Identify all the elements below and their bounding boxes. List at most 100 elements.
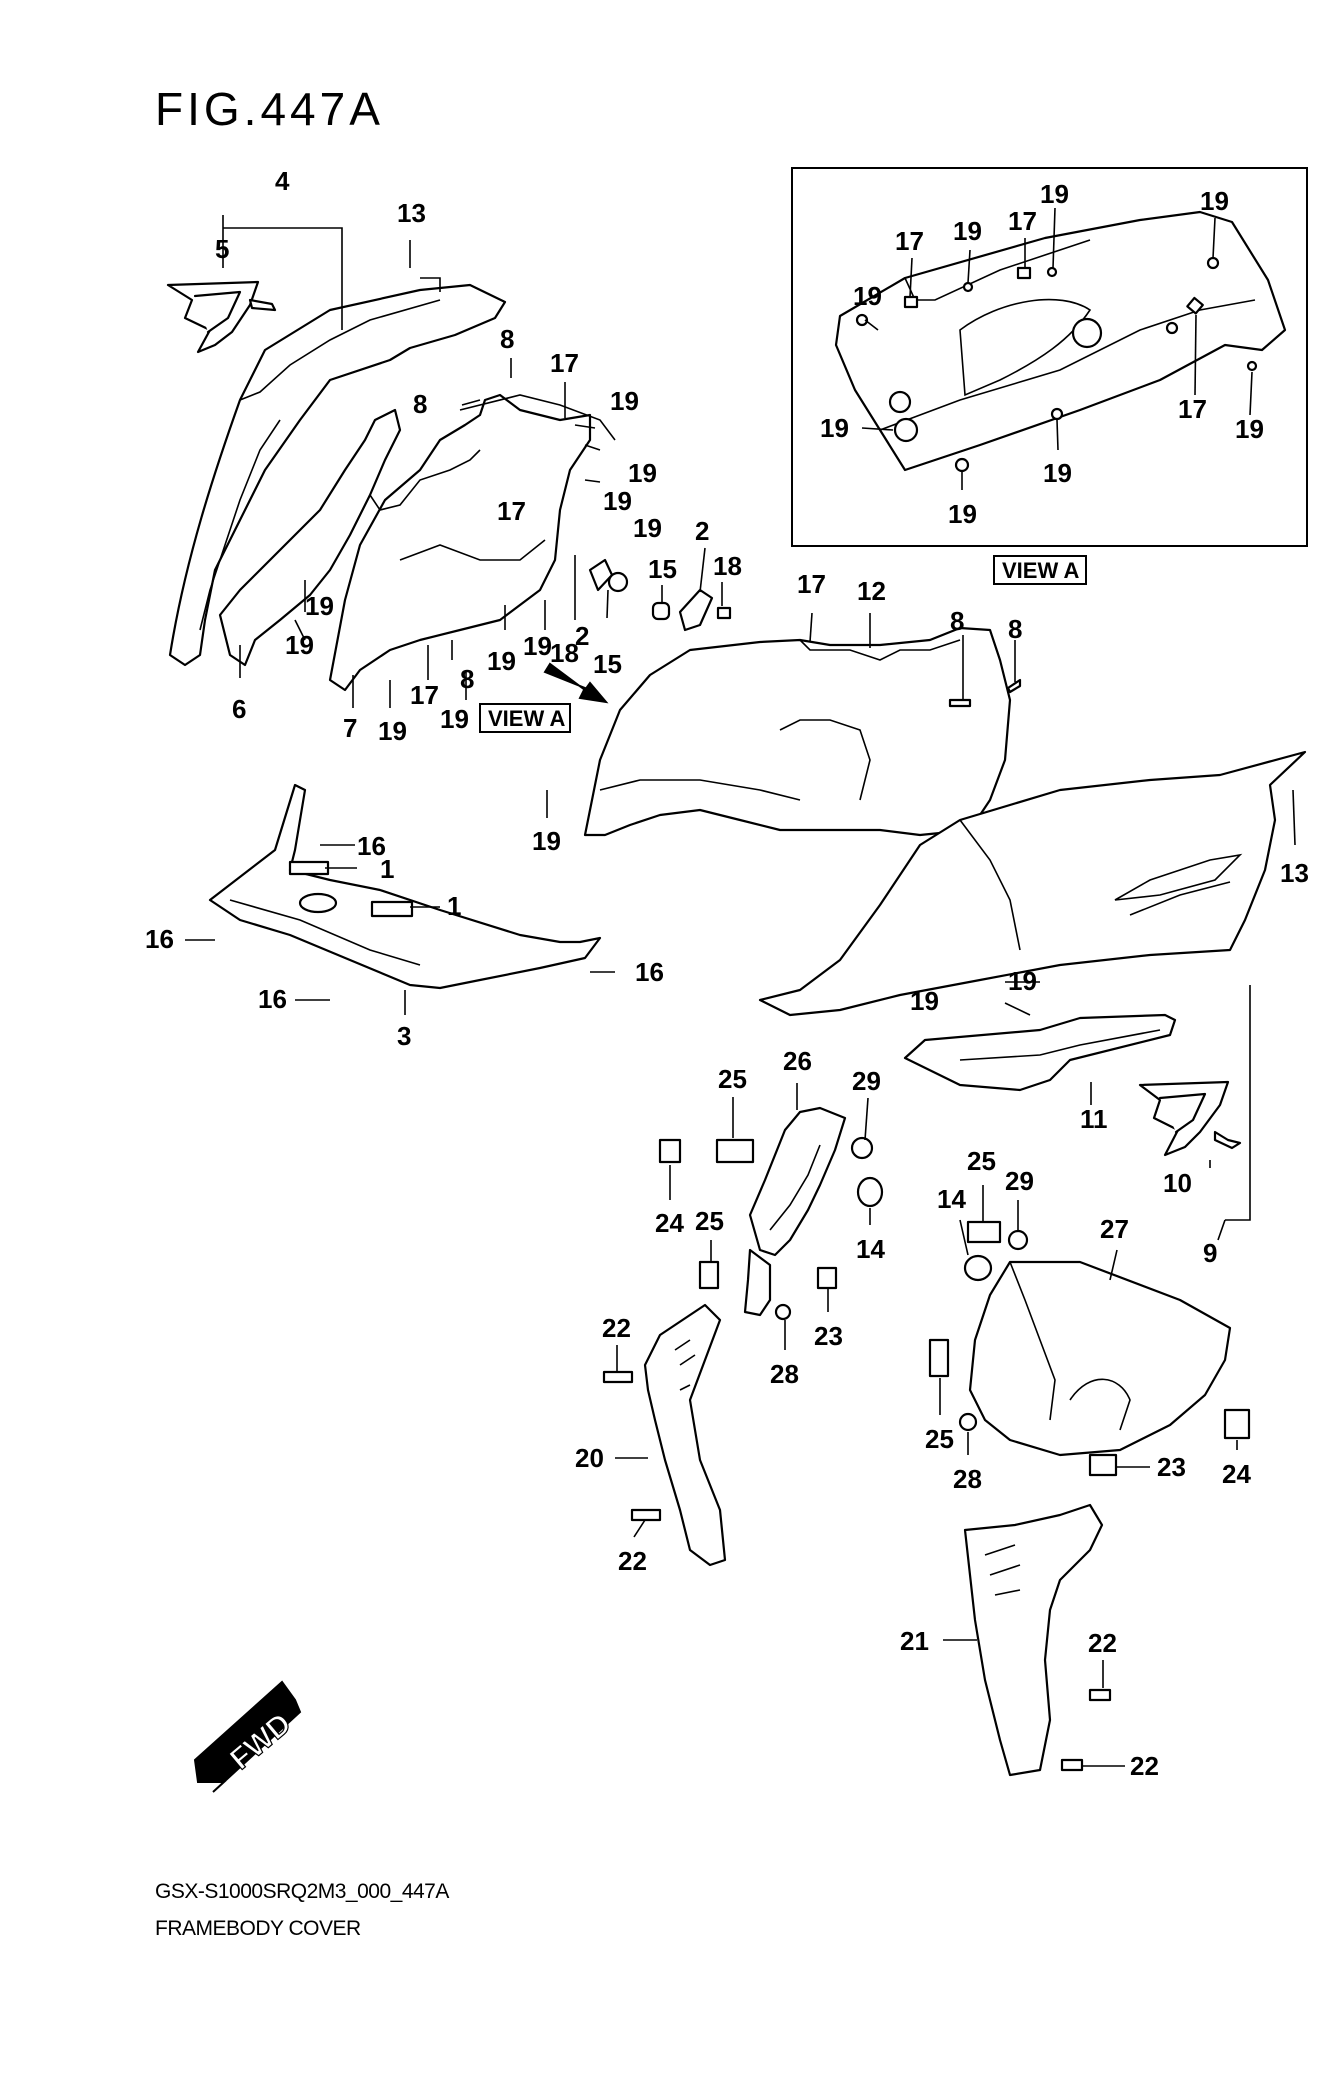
callout-1: 1 [380,854,394,884]
part-20-slots [674,1339,696,1391]
part-8-clip [948,698,972,708]
callout-28: 28 [770,1359,799,1389]
part-27-cover [968,1260,1232,1457]
callout-6: 6 [232,694,246,724]
callout-19: 19 [487,646,516,676]
part-20-bracket [643,1303,727,1567]
part-1-label [288,860,330,876]
svg-text:VIEW A: VIEW A [1002,558,1080,583]
callout-16: 16 [258,984,287,1014]
part-25-pad [966,1220,1002,1244]
callout-15: 15 [648,554,677,584]
callout-29: 29 [1005,1166,1034,1196]
part-10-emblem-inner [1158,1092,1207,1134]
callout-8: 8 [460,664,474,694]
part-27-ridge [1009,1261,1056,1421]
inset-cutout [959,298,1092,397]
callout-25: 25 [718,1064,747,1094]
inset-tab [1186,296,1204,315]
inset-inner-panel [834,210,1287,472]
part-28-screw [958,1412,978,1432]
callout-29: 29 [852,1066,881,1096]
part-14-grommet [963,1254,993,1282]
part-1-label [370,900,414,918]
part-12-ridge [599,779,801,801]
callout-14: 14 [856,1234,885,1264]
inset-clip-hole [1246,360,1258,372]
inset-callout: 19 [1040,179,1069,209]
part-22-bolt [630,1508,662,1522]
part-22-bolt [1088,1688,1112,1702]
inset-frame [791,167,1308,547]
part-22-bolt [602,1370,634,1384]
callout-10: 10 [1163,1168,1192,1198]
callout-21: 21 [900,1626,929,1656]
callout-18: 18 [550,638,579,668]
callout-8: 8 [413,389,427,419]
inset-callout: 19 [853,281,882,311]
part-8-clip [1006,678,1022,694]
callout-27: 27 [1100,1214,1129,1244]
part-15-grommet [651,601,671,621]
part-5-screw [248,298,277,312]
part-10-screw [1213,1130,1242,1150]
callout-16: 16 [635,957,664,987]
fasteners-top-center [588,558,732,632]
part-21-bracket [963,1503,1104,1777]
part-9-vent-line [1129,881,1231,916]
part-22-bolt [1060,1758,1084,1772]
inset-hole [1071,317,1103,349]
callout-17: 17 [497,496,526,526]
callout-13: 13 [1280,858,1309,888]
part-3-under-cowl [208,783,602,990]
part-5-emblem-inner [193,290,242,334]
view-a-tag-left: VIEW A [479,703,571,733]
inset-clip-hole [1165,321,1179,335]
callout-19: 19 [440,704,469,734]
part-9-fairing [758,750,1307,1017]
part-12-inner-panel [583,626,1022,837]
callout-22: 22 [602,1313,631,1343]
callout-19: 19 [910,986,939,1016]
part-24-pad [1223,1408,1251,1440]
section-name: FRAMEBODY COVER [155,1917,361,1940]
inset-callout: 17 [895,226,924,256]
callout-22: 22 [618,1546,647,1576]
callout-2: 2 [575,621,589,651]
callout-19: 19 [610,386,639,416]
callout-26: 26 [783,1046,812,1076]
callout-1: 1 [447,891,461,921]
part-26-tab [743,1248,772,1317]
callout-15: 15 [593,649,622,679]
callout-24: 24 [655,1208,684,1238]
inset-clip-hole [1046,266,1058,278]
part-25-pad [715,1138,755,1164]
part-24-pad [658,1138,682,1164]
part-18-nut [716,606,732,620]
callout-9: 9 [1203,1238,1217,1268]
part-3-ridge [229,899,421,966]
part-12-ridge [779,719,871,801]
callout-22: 22 [1130,1751,1159,1781]
lower-left-parts [602,1106,884,1567]
callout-11: 11 [1080,1104,1108,1134]
part-12-panel [583,626,1012,837]
callout-13: 13 [397,198,426,228]
callout-25: 25 [695,1206,724,1236]
inset-clip-hole [1050,407,1064,421]
inset-grommet-hole [888,390,912,414]
callout-24: 24 [1222,1459,1251,1489]
part-7-flange [459,394,616,441]
callout-8: 8 [950,606,964,636]
part-12-top-flange [799,639,961,661]
inset-lower-edge [879,299,1256,431]
inset-grommet-hole [893,417,919,443]
part-11-ridge [959,1029,1161,1061]
callout-19: 19 [523,631,552,661]
inset-clip-hole [1206,256,1220,270]
callout-12: 12 [857,576,886,606]
part-11-under-cover [903,1013,1177,1092]
part-26-duct [748,1106,847,1257]
part-26-ridge [769,1144,821,1231]
inset-callout: 17 [1008,206,1037,236]
